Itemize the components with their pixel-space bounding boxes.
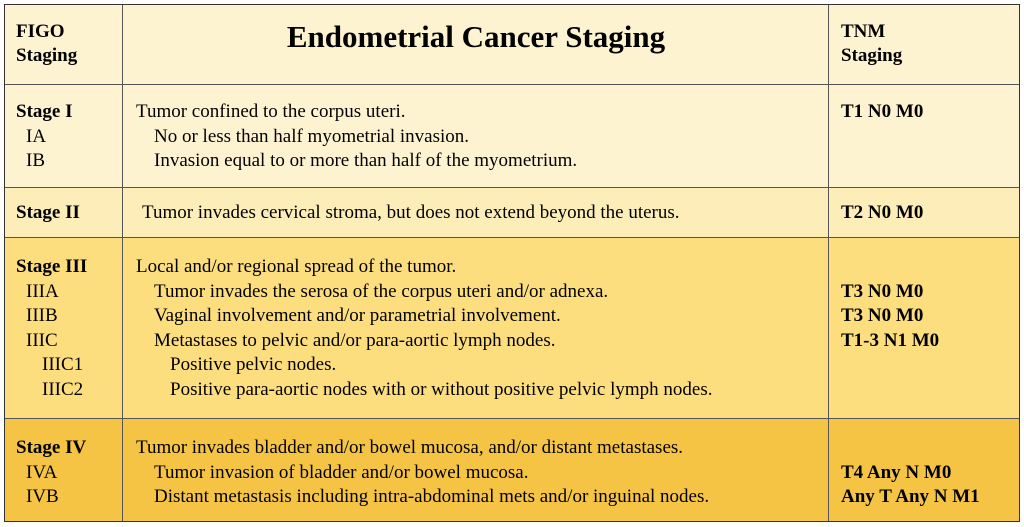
substage-label: IVA bbox=[26, 461, 58, 483]
tnm-value: Any T Any N M1 bbox=[841, 486, 980, 507]
substage-description: Distant metastasis including intra-abdom… bbox=[154, 486, 710, 507]
page-title: Endometrial Cancer Staging bbox=[286, 19, 666, 54]
substage-label: IIIA bbox=[26, 280, 59, 302]
stage-label: Stage I bbox=[16, 101, 73, 122]
header-row: FIGO Staging Endometrial Cancer Staging … bbox=[5, 5, 1019, 85]
substage-label: IVB bbox=[26, 486, 59, 507]
stage-description: Tumor confined to the corpus uteri. bbox=[136, 101, 406, 122]
substage-description: No or less than half myometrial invasion… bbox=[154, 125, 470, 147]
substage-description: Metastases to pelvic and/or para-aortic … bbox=[154, 329, 556, 351]
substage-label: IIIC bbox=[26, 329, 58, 351]
figo-header: FIGO bbox=[16, 21, 65, 42]
figo-header-sub: Staging bbox=[16, 45, 78, 66]
stage-2-row: Stage II Tumor invades cervical stroma, … bbox=[5, 188, 1019, 238]
tnm-value: T3 N0 M0 bbox=[841, 280, 924, 302]
stage-description: Tumor invades bladder and/or bowel mucos… bbox=[136, 437, 684, 458]
stage-4-row: Stage IV IVA IVB Tumor invades bladder a… bbox=[5, 419, 1019, 521]
tnm-value: T4 Any N M0 bbox=[841, 461, 952, 483]
tnm-value: T1-3 N1 M0 bbox=[841, 329, 940, 351]
substage-description: Tumor invades the serosa of the corpus u… bbox=[154, 280, 609, 302]
substage-description: Positive para-aortic nodes with or witho… bbox=[170, 378, 713, 400]
substage-label: IIIC2 bbox=[42, 378, 84, 400]
stage-description: Local and/or regional spread of the tumo… bbox=[136, 256, 457, 277]
tnm-header: TNM bbox=[841, 21, 886, 42]
stage-label: Stage IV bbox=[16, 437, 87, 458]
substage-label: IB bbox=[26, 150, 45, 171]
substage-description: Invasion equal to or more than half of t… bbox=[154, 150, 578, 171]
tnm-value: T1 N0 M0 bbox=[841, 101, 924, 122]
stage-1-row: Stage I IA IB Tumor confined to the corp… bbox=[5, 85, 1019, 188]
staging-table: FIGO Staging Endometrial Cancer Staging … bbox=[4, 4, 1020, 522]
substage-description: Vaginal involvement and/or parametrial i… bbox=[154, 305, 561, 326]
substage-label: IIIB bbox=[26, 305, 58, 326]
stage-3-row: Stage III IIIA IIIB IIIC IIIC1 IIIC2 Loc… bbox=[5, 238, 1019, 419]
tnm-value: T3 N0 M0 bbox=[841, 305, 924, 326]
stage-label: Stage II bbox=[16, 202, 80, 223]
substage-description: Tumor invasion of bladder and/or bowel m… bbox=[154, 461, 529, 483]
substage-label: IA bbox=[26, 125, 47, 147]
stage-label: Stage III bbox=[16, 256, 88, 277]
stage-description: Tumor invades cervical stroma, but does … bbox=[142, 202, 680, 223]
substage-label: IIIC1 bbox=[42, 354, 84, 375]
substage-description: Positive pelvic nodes. bbox=[170, 354, 337, 375]
tnm-value: T2 N0 M0 bbox=[841, 202, 924, 223]
tnm-header-sub: Staging bbox=[841, 45, 903, 66]
